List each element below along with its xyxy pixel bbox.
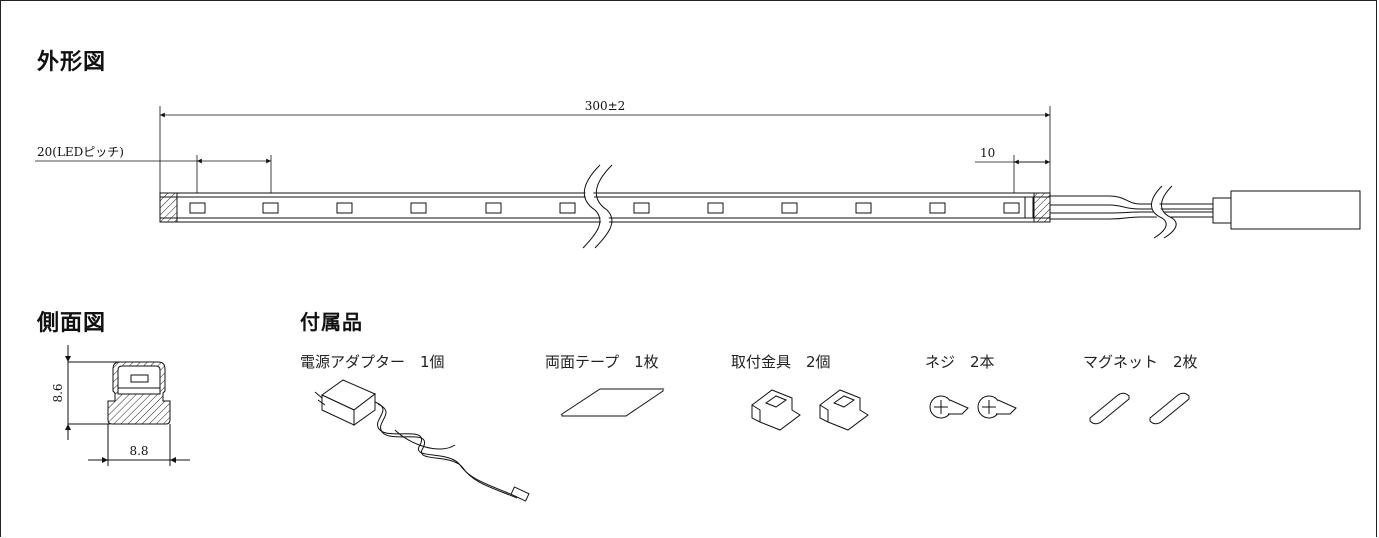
end-margin-label: 10 (980, 146, 995, 160)
side-view-profile (65, 345, 190, 466)
mounting-bracket-icon (751, 389, 869, 431)
led-chip (1003, 202, 1020, 214)
accessory-label-screw: ネジ 2本 (925, 353, 995, 371)
dimension-led-pitch (35, 155, 272, 196)
accessory-label-adapter: 電源アダプター 1個 (300, 353, 445, 371)
magnet-icon (1089, 392, 1190, 425)
power-adapter-icon (314, 379, 530, 502)
led-chip (707, 202, 724, 214)
cable-connector (1050, 183, 1361, 242)
accessory-label-bracket: 取付金具 2個 (731, 353, 831, 371)
led-chip (559, 202, 576, 214)
led-pitch-label: 20(LEDピッチ) (37, 145, 124, 159)
side-height-label: 8.6 (51, 383, 65, 402)
led-chip (262, 202, 279, 214)
led-chip (485, 202, 502, 214)
outline-title: 外形図 (37, 50, 107, 75)
led-chip (781, 202, 798, 214)
led-chip (189, 202, 206, 214)
led-chips (189, 202, 1020, 214)
accessories-title: 付属品 (300, 310, 363, 334)
led-chip (410, 202, 427, 214)
dimension-end-margin (975, 155, 1050, 196)
accessory-label-magnet: マグネット 2枚 (1083, 353, 1198, 371)
break-symbol (582, 162, 613, 251)
led-chip (633, 202, 650, 214)
double-sided-tape-icon (560, 388, 665, 417)
side-width-label: 8.8 (129, 444, 148, 458)
dimension-total-length (159, 106, 1051, 196)
accessory-label-tape: 両面テープ 1枚 (545, 353, 659, 371)
led-chip (855, 202, 872, 214)
total-length-label: 300±2 (585, 99, 626, 113)
led-chip (929, 202, 946, 214)
side-view-title: 側面図 (37, 311, 107, 336)
led-chip (336, 202, 353, 214)
screw-icon (929, 395, 1017, 419)
